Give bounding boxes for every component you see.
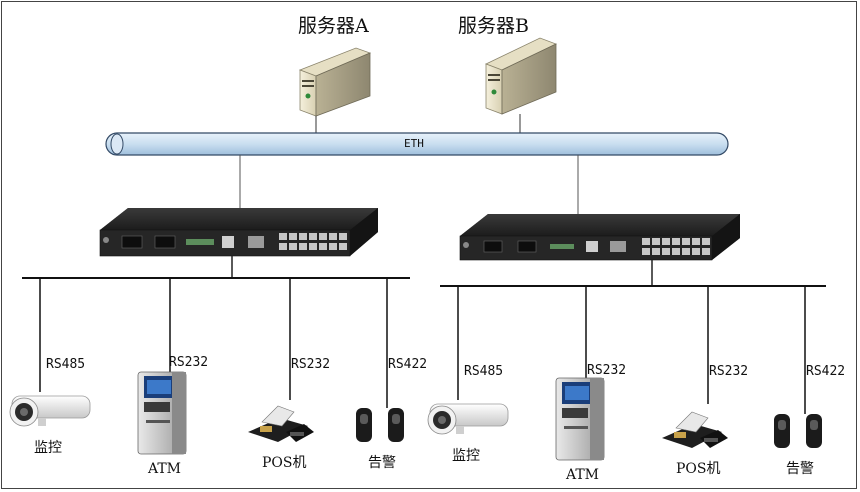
device-name-alarm-left: 告警 (368, 455, 396, 471)
port-label-camera-left: RS485 (46, 357, 86, 372)
eth-bus-label: ETH (404, 137, 424, 150)
device-name-camera-right: 监控 (452, 448, 480, 464)
alarm-icon (774, 414, 822, 448)
device-name-pos-right: POS机 (676, 461, 721, 477)
port-label-alarm-left: RS422 (388, 357, 428, 372)
device-name-atm-left: ATM (148, 461, 182, 477)
port-label-alarm-right: RS422 (806, 364, 846, 379)
device-name-camera-left: 监控 (34, 440, 62, 456)
port-label-pos-right: RS232 (709, 364, 749, 379)
server-b-label: 服务器B (458, 15, 529, 37)
server-a-label: 服务器A (298, 15, 369, 37)
pos-terminal-icon (662, 411, 728, 448)
device-name-pos-left: POS机 (262, 455, 307, 471)
alarm-icon (356, 408, 404, 442)
port-label-atm-left: RS232 (169, 355, 209, 370)
camera-icon (9, 395, 91, 427)
port-label-pos-left: RS232 (291, 357, 331, 372)
camera-icon (427, 403, 509, 435)
switch-left-icon (99, 208, 378, 257)
pos-terminal-icon (248, 405, 314, 442)
port-label-camera-right: RS485 (464, 364, 504, 379)
eth-bus (105, 132, 729, 156)
switch-right-icon (459, 214, 740, 261)
server-a-icon (298, 47, 372, 117)
server-b-icon (484, 37, 558, 115)
device-name-alarm-right: 告警 (786, 461, 814, 477)
device-name-atm-right: ATM (566, 467, 600, 483)
atm-icon (137, 371, 187, 455)
port-label-atm-right: RS232 (587, 363, 627, 378)
atm-icon (555, 377, 605, 461)
